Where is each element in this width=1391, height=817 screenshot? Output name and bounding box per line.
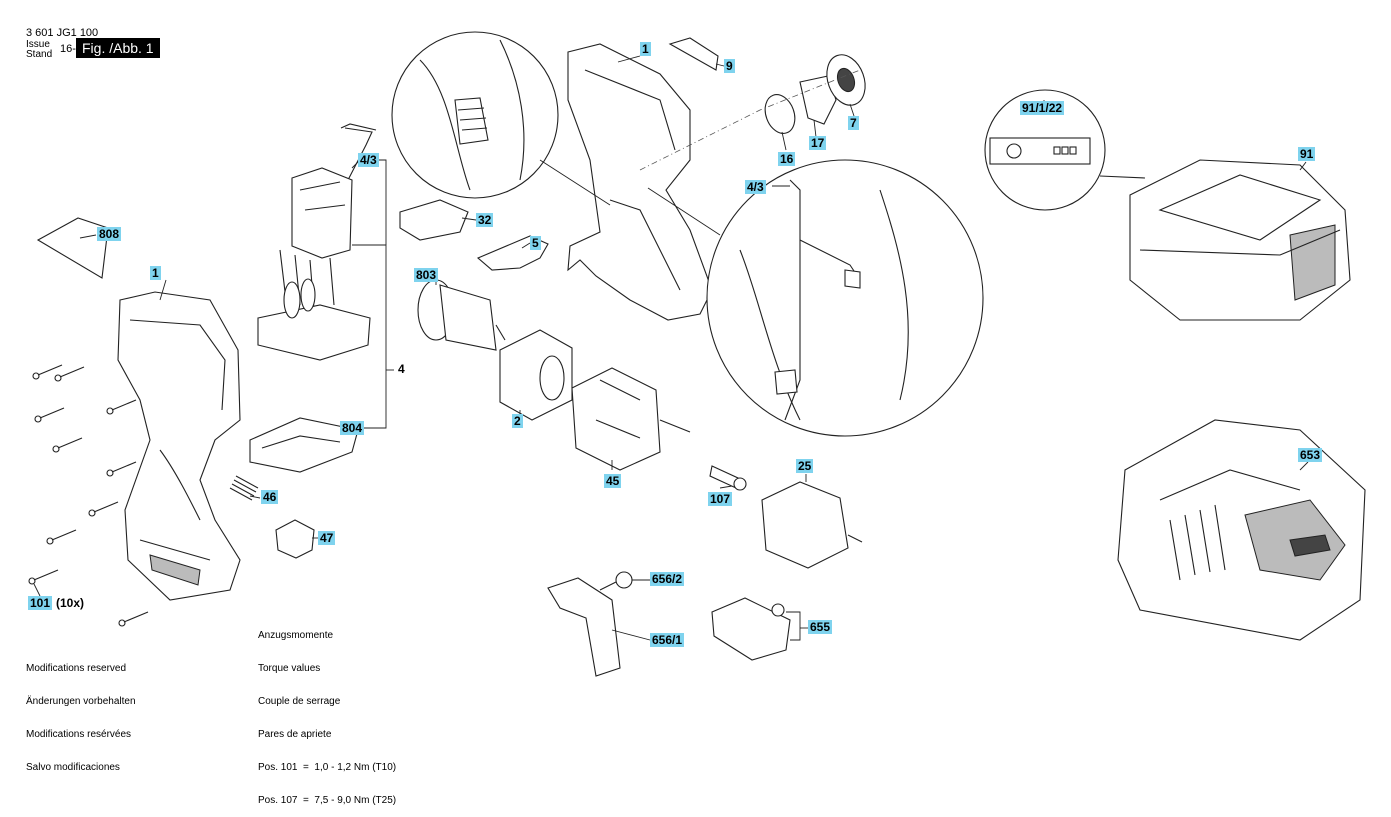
part-7-cap (826, 54, 866, 106)
torque-pos-107: Pos. 107 = 7,5 - 9,0 Nm (T25) (258, 795, 397, 806)
part-16-cap (764, 94, 796, 134)
part-653-charger (1117, 419, 1366, 641)
part-17-cap (799, 75, 837, 125)
part-803-armature (417, 279, 506, 351)
detail-circle-battery-label (984, 89, 1146, 211)
part-655-bit-holder (711, 597, 801, 661)
torque-pos-101: Pos. 101 = 1,0 - 1,2 Nm (T10) (258, 762, 397, 773)
label-part-32: 32 (476, 213, 494, 227)
part-656-1-belt-clip (547, 577, 621, 677)
part-25-chuck (761, 481, 863, 569)
torque-heading-de: Anzugsmomente (258, 630, 334, 641)
label-part-25: 25 (796, 459, 814, 473)
label-part-4: 4 (398, 362, 405, 376)
detail-circle-cable (647, 159, 984, 437)
label-part-656-2: 656/2 (650, 572, 685, 586)
torque-heading-es: Pares de apriete (258, 729, 332, 740)
part-4-3-cable-left (340, 123, 377, 181)
label-part-107: 107 (708, 492, 733, 506)
label-part-46: 46 (261, 490, 279, 504)
exploded-view-drawing (28, 31, 1366, 677)
label-part-1-top: 1 (640, 42, 651, 56)
detail-circle-connector (391, 31, 611, 206)
torque-note: Anzugsmomente Torque values Couple de se… (258, 608, 396, 817)
label-part-101-quantity: (10x) (56, 596, 85, 610)
part-91-battery (1129, 159, 1351, 321)
label-part-803: 803 (414, 268, 439, 282)
label-part-804: 804 (340, 421, 365, 435)
label-part-1-left: 1 (150, 266, 161, 280)
part-656-2-screw (599, 571, 633, 591)
part-9-label (668, 37, 719, 71)
part-107-screw (709, 465, 747, 491)
label-part-47: 47 (318, 531, 336, 545)
issue-label-de: Stand (26, 49, 53, 60)
part-47-knob (275, 519, 315, 559)
modifications-es: Salvo modificaciones (26, 762, 120, 773)
label-part-5: 5 (530, 236, 541, 250)
label-part-4-3-right: 4/3 (745, 180, 766, 194)
torque-heading-fr: Couple de serrage (258, 696, 341, 707)
label-part-653: 653 (1298, 448, 1323, 462)
part-101-screws (28, 364, 149, 627)
label-part-16: 16 (778, 152, 796, 166)
label-part-91: 91 (1298, 147, 1316, 161)
figure-label: Fig. /Abb. 1 (76, 38, 160, 58)
label-part-655: 655 (808, 620, 833, 634)
part-2-motor (499, 329, 573, 421)
part-32-slider (399, 199, 469, 241)
part-4-switch (257, 167, 371, 361)
torque-heading-en: Torque values (258, 663, 321, 674)
part-46-spring (229, 475, 259, 501)
modifications-fr: Modifications resérvées (26, 729, 132, 740)
part-804-board (249, 417, 359, 473)
modifications-de: Änderungen vorbehalten (26, 696, 136, 707)
issue-label: Issue Stand (26, 40, 52, 60)
modifications-en: Modifications reserved (26, 663, 127, 674)
modifications-note: Modifications reserved Änderungen vorbeh… (26, 641, 136, 784)
label-part-656-1: 656/1 (650, 633, 685, 647)
label-part-7: 7 (848, 116, 859, 130)
label-part-2: 2 (512, 414, 523, 428)
part-number: 3 601 JG1 100 (26, 27, 99, 39)
issue-label-en: Issue (26, 39, 50, 50)
part-1-housing-left (117, 291, 241, 601)
part-1-housing-right (567, 43, 713, 321)
label-part-9: 9 (724, 59, 735, 73)
label-part-4-3-left: 4/3 (358, 153, 379, 167)
label-part-91-1-22: 91/1/22 (1020, 101, 1065, 115)
part-45-gearbox (571, 367, 691, 471)
label-part-101: 101 (28, 596, 53, 610)
label-part-45: 45 (604, 474, 622, 488)
label-part-17: 17 (809, 136, 827, 150)
label-part-808: 808 (97, 227, 122, 241)
